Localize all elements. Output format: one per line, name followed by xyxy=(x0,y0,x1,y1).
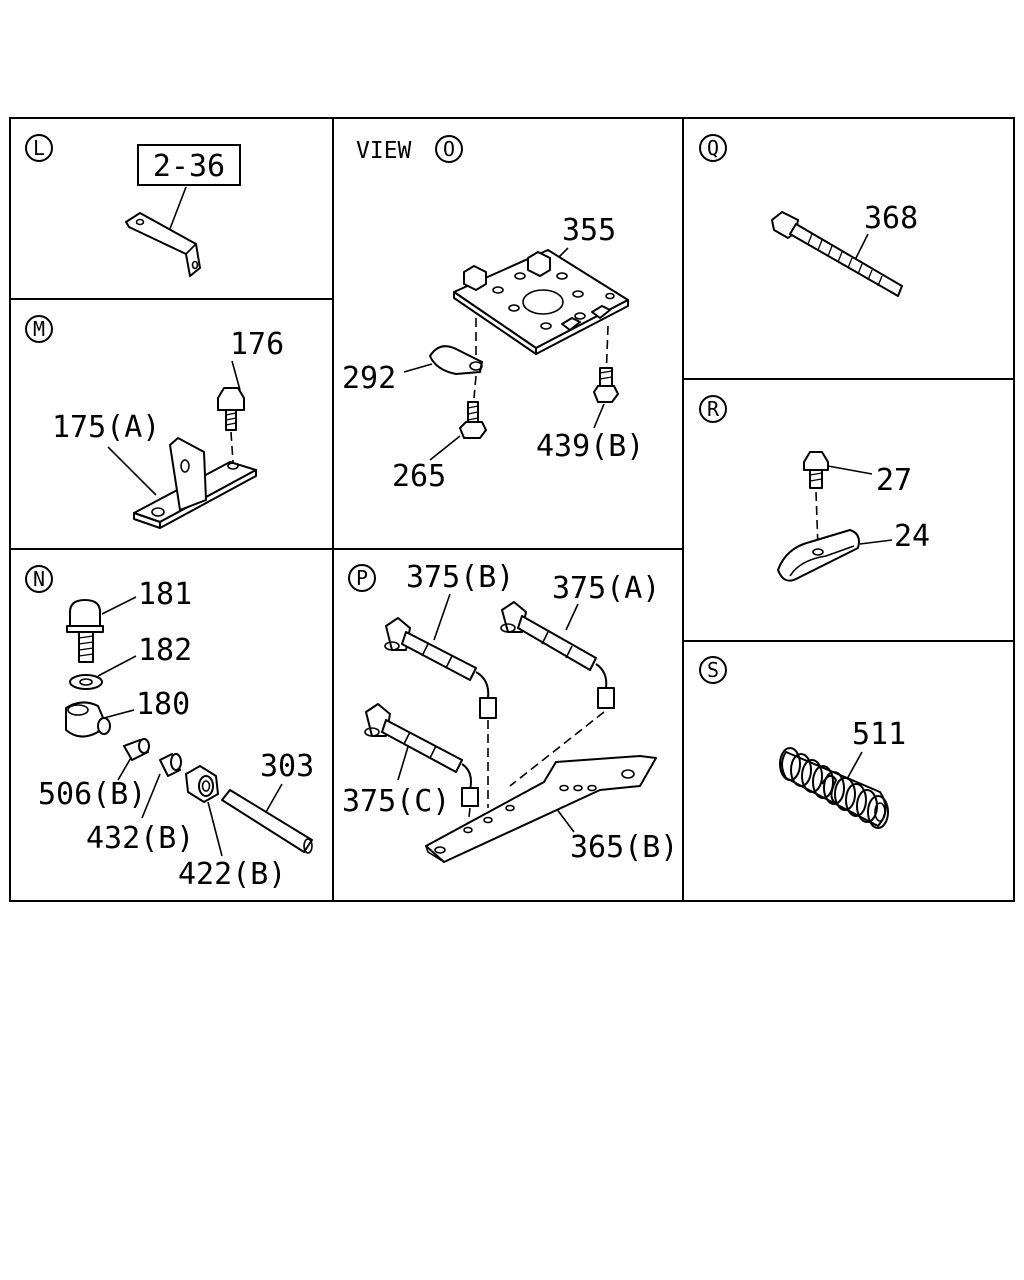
panel-l-badge: L xyxy=(25,134,53,162)
eye-fitting-180 xyxy=(65,701,111,738)
bracket-175a xyxy=(133,437,257,529)
label-176: 176 xyxy=(230,327,284,362)
label-180: 180 xyxy=(136,687,190,722)
clamp-24 xyxy=(777,529,860,582)
label-175a: 175(A) xyxy=(52,410,160,445)
label-265: 265 xyxy=(392,459,446,494)
panel-r: R 27 24 xyxy=(699,395,930,582)
label-511: 511 xyxy=(852,717,906,752)
svg-text:P: P xyxy=(356,566,368,590)
label-375b: 375(B) xyxy=(406,560,514,595)
svg-text:Q: Q xyxy=(707,136,719,160)
sensor-375c xyxy=(364,703,479,827)
panel-r-badge: R xyxy=(699,395,727,423)
nut-422b xyxy=(185,765,219,803)
panel-s-badge: S xyxy=(699,656,727,684)
bolt-181 xyxy=(66,599,104,663)
bolt-27 xyxy=(803,451,829,549)
svg-text:S: S xyxy=(707,658,719,682)
label-182: 182 xyxy=(138,633,192,668)
svg-text:L: L xyxy=(33,136,45,160)
view-caption: VIEW xyxy=(356,138,412,164)
label-375a: 375(A) xyxy=(552,571,660,606)
svg-text:R: R xyxy=(707,397,720,421)
panel-grid xyxy=(9,117,1015,902)
clip-292 xyxy=(429,345,483,375)
sleeve-432b xyxy=(159,753,182,777)
tube-303 xyxy=(221,789,313,854)
svg-text:M: M xyxy=(33,317,45,341)
svg-text:N: N xyxy=(33,567,45,591)
label-24: 24 xyxy=(894,519,930,554)
label-181: 181 xyxy=(138,577,192,612)
washer-182 xyxy=(69,674,103,690)
svg-text:O: O xyxy=(443,137,455,161)
panel-q-badge: Q xyxy=(699,134,727,162)
label-432b: 432(B) xyxy=(86,821,194,856)
panel-l: L 2-36 xyxy=(25,134,241,277)
label-355: 355 xyxy=(562,213,616,248)
reference-label: 2-36 xyxy=(153,149,225,184)
panel-o-badge: O xyxy=(435,135,463,163)
reference-box xyxy=(137,144,241,186)
bolt-part xyxy=(217,387,245,463)
label-439b: 439(B) xyxy=(536,429,644,464)
panel-n: N 181 182 180 506(B) 432(B) xyxy=(25,565,314,892)
bellows-511 xyxy=(779,747,889,829)
cable-tie-368 xyxy=(771,211,903,297)
label-368: 368 xyxy=(864,201,918,236)
panel-p: P 375(B) 375(A) 375(C) 365(B) xyxy=(342,560,678,865)
panel-p-badge: P xyxy=(348,564,376,592)
bracket-part xyxy=(125,212,201,277)
label-375c: 375(C) xyxy=(342,784,450,819)
label-365b: 365(B) xyxy=(570,830,678,865)
label-27: 27 xyxy=(876,463,912,498)
bolt-439b xyxy=(593,367,619,403)
panel-q: Q 368 xyxy=(699,134,918,297)
label-506b: 506(B) xyxy=(38,777,146,812)
panel-n-badge: N xyxy=(25,565,53,593)
panel-s: S 511 xyxy=(699,656,906,829)
bolt-265 xyxy=(459,401,487,439)
panel-o: VIEW O 355 292 xyxy=(342,135,644,494)
label-422b: 422(B) xyxy=(178,857,286,892)
sensor-375a xyxy=(500,601,615,787)
plate-355 xyxy=(453,249,629,355)
sensor-375b xyxy=(384,617,497,808)
bracket-365b xyxy=(425,755,657,863)
panel-m-badge: M xyxy=(25,315,53,343)
nipple-506b xyxy=(123,738,150,761)
label-292: 292 xyxy=(342,361,396,396)
label-303: 303 xyxy=(260,749,314,784)
panel-m: M 176 175(A) xyxy=(25,315,284,529)
